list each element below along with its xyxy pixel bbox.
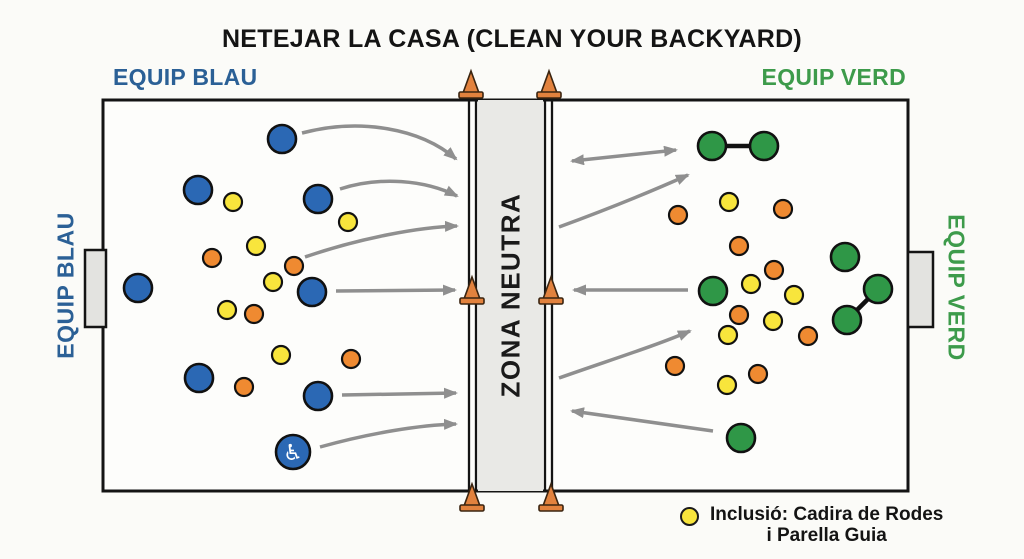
yellow-ball <box>222 191 244 213</box>
throw-arrow <box>335 284 457 296</box>
cone-icon <box>461 68 481 94</box>
legend-line-1: Inclusió: Cadira de Rodes <box>710 504 944 525</box>
page-title: NETEJAR LA CASA (CLEAN YOUR BACKYARD) <box>221 25 803 53</box>
blue-player <box>266 123 298 155</box>
yellow-ball <box>245 235 267 257</box>
cone-base <box>536 91 562 99</box>
neutral-zone-label: ZONA NEUTRA <box>495 192 526 398</box>
wheelchair-icon: ♿ <box>283 441 303 466</box>
cone-base <box>538 297 564 305</box>
yellow-ball <box>718 191 740 213</box>
throw-arrow <box>301 124 458 161</box>
throw-arrow <box>341 387 458 399</box>
green-player <box>748 130 780 162</box>
orange-ball <box>340 348 362 370</box>
goal-box-right <box>906 250 935 329</box>
orange-ball <box>728 304 750 326</box>
yellow-ball <box>337 211 359 233</box>
throw-arrow <box>339 179 459 198</box>
orange-ball <box>763 259 785 281</box>
throw-arrow <box>319 418 458 449</box>
yellow-ball <box>740 273 762 295</box>
yellow-ball <box>270 344 292 366</box>
orange-ball <box>243 303 265 325</box>
throw-arrow <box>570 407 714 433</box>
throw-arrow <box>570 145 678 166</box>
cone-base <box>459 297 485 305</box>
legend-text: Inclusió: Cadira de Rodes i Parella Guia <box>710 504 943 546</box>
throw-arrow <box>558 173 690 229</box>
yellow-ball <box>216 299 238 321</box>
green-player <box>862 273 894 305</box>
orange-ball <box>772 198 794 220</box>
cone-base <box>458 91 484 99</box>
orange-ball <box>747 363 769 385</box>
green-player <box>696 130 728 162</box>
orange-ball <box>233 376 255 398</box>
green-player <box>831 304 863 336</box>
orange-ball <box>797 325 819 347</box>
orange-ball <box>283 255 305 277</box>
blue-player <box>296 276 328 308</box>
cone-base <box>538 504 564 512</box>
blue-player <box>122 272 154 304</box>
yellow-ball <box>762 310 784 332</box>
green-player <box>697 275 729 307</box>
cone-base <box>459 504 485 512</box>
yellow-ball-icon <box>680 507 699 526</box>
neutral-zone-band <box>478 100 543 491</box>
green-player <box>829 241 861 273</box>
yellow-ball <box>716 374 738 396</box>
yellow-ball <box>717 324 739 346</box>
inclusion-legend: Inclusió: Cadira de Rodes i Parella Guia <box>680 504 943 546</box>
throw-arrow <box>304 220 459 259</box>
blue-player <box>182 174 214 206</box>
green-player <box>725 422 757 454</box>
green-team-label-top: EQUIP VERD <box>761 64 906 90</box>
legend-line-2: i Parella Guia <box>766 525 887 546</box>
goal-box-left <box>83 248 108 329</box>
wheelchair-player <box>274 433 312 471</box>
yellow-ball <box>262 271 284 293</box>
blue-player <box>302 380 334 412</box>
throw-arrow <box>558 329 692 380</box>
orange-ball <box>664 355 686 377</box>
cone-icon <box>539 68 559 94</box>
orange-ball <box>201 247 223 269</box>
orange-ball <box>667 204 689 226</box>
blue-player <box>302 183 334 215</box>
yellow-ball <box>783 284 805 306</box>
orange-ball <box>728 235 750 257</box>
blue-team-label-top: EQUIP BLAU <box>113 64 258 90</box>
blue-player <box>183 362 215 394</box>
